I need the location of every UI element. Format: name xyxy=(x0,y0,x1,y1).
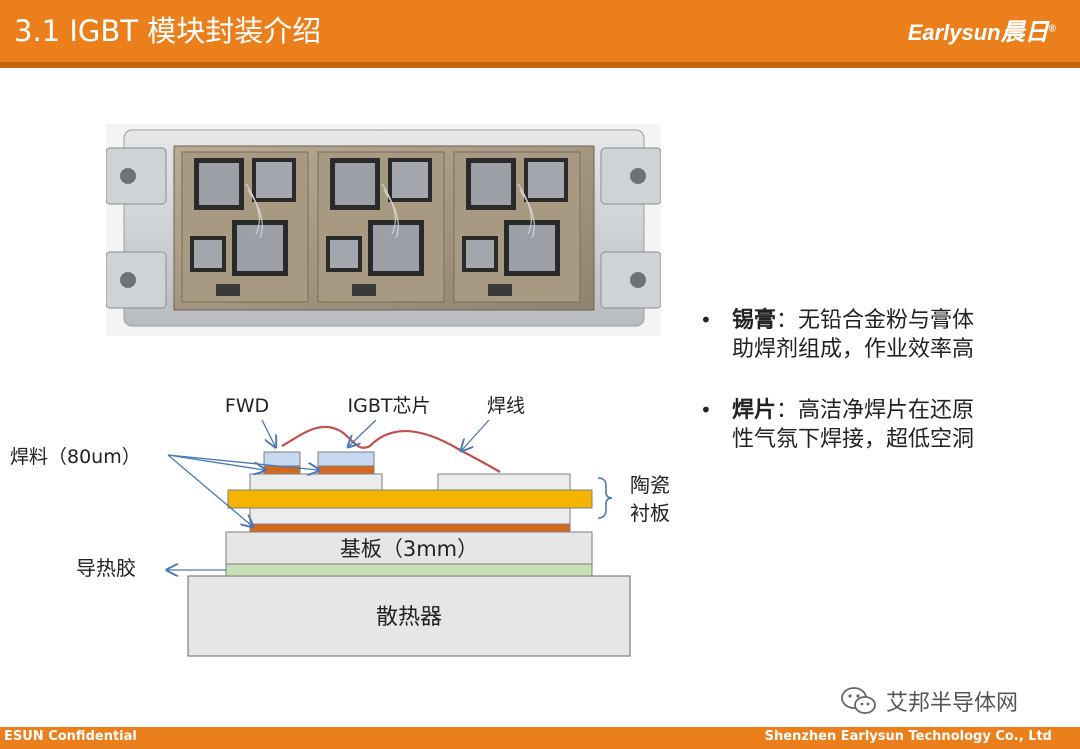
heatsink-label: 散热器 xyxy=(376,605,442,630)
heatsink-block xyxy=(187,575,631,657)
igbt-chip xyxy=(317,451,375,467)
bullet-text-line1: ：高洁净焊片在还原 xyxy=(776,398,975,423)
logo-text: Earlysun xyxy=(907,20,1001,45)
company-logo: Earlysun晨日® xyxy=(908,12,1056,47)
solder-layer-bottom xyxy=(249,523,571,533)
bullet-icon: • xyxy=(700,398,712,422)
mounting-tabs xyxy=(106,147,661,309)
bullet-term: 锡膏 xyxy=(732,308,777,333)
baseplate-block xyxy=(225,531,593,565)
igbt-chip-label: IGBT芯片 xyxy=(348,395,431,417)
bullet-term: 焊片 xyxy=(732,398,777,423)
bullet-text-line2: 助焊剂组成，作业效率高 xyxy=(732,337,975,362)
bond-wire xyxy=(281,425,501,473)
igbt-module-photo xyxy=(106,124,661,336)
header-bar xyxy=(0,0,1080,62)
bullet-text-line1: ：无铅合金粉与膏体 xyxy=(776,308,975,333)
thermal-paste-label: 导热胶 xyxy=(76,556,136,580)
fwd-chip xyxy=(263,451,301,467)
copper-layer-bottom xyxy=(249,507,571,525)
page-title: 3.1 IGBT 模块封装介绍 xyxy=(14,14,322,48)
copper-pad-right xyxy=(437,473,571,491)
arrow-icon xyxy=(168,419,490,570)
fwd-label: FWD xyxy=(225,395,269,417)
baseplate-label: 基板（3mm） xyxy=(340,537,478,561)
ceramic-substrate xyxy=(227,489,593,509)
watermark: 艾邦半导体网 xyxy=(840,684,1018,718)
bullet-item-solder-preform: • 焊片：高洁净焊片在还原 性气氛下焊接，超低空洞 xyxy=(700,396,1030,454)
cross-section-diagram: 散热器 基板（3mm） FWD IGBT芯片 焊线 焊料（80um） 陶瓷 衬板… xyxy=(10,395,670,657)
thermal-paste-layer xyxy=(225,563,593,577)
footer-company: Shenzhen Earlysun Technology Co., Ltd xyxy=(764,729,1052,744)
logo-mark: ® xyxy=(1048,23,1056,35)
footer-confidential: ESUN Confidential xyxy=(4,729,137,744)
logo-cn: 晨日 xyxy=(1000,19,1049,46)
bullet-item-solder-paste: • 锡膏：无铅合金粉与膏体 助焊剂组成，作业效率高 xyxy=(700,306,1030,364)
bullet-icon: • xyxy=(700,308,712,332)
wechat-icon xyxy=(841,687,876,714)
module-cells xyxy=(181,151,581,303)
ceramic-bracket xyxy=(597,477,613,519)
watermark-text: 艾邦半导体网 xyxy=(886,691,1019,716)
solder-layer-chip-igbt xyxy=(317,465,375,475)
bond-wire-label: 焊线 xyxy=(487,395,525,417)
header-divider xyxy=(0,62,1080,68)
copper-pad-left xyxy=(249,473,383,491)
bond-wires xyxy=(245,183,535,239)
bullet-text-line2: 性气氛下焊接，超低空洞 xyxy=(732,427,975,452)
solder-label: 焊料（80um） xyxy=(10,446,141,468)
bullet-list: • 锡膏：无铅合金粉与膏体 助焊剂组成，作业效率高 • 焊片：高洁净焊片在还原 … xyxy=(700,306,1030,486)
ceramic-label-line1: 陶瓷 xyxy=(630,473,670,497)
footer-bar xyxy=(0,727,1080,749)
ceramic-label-line2: 衬板 xyxy=(630,501,670,525)
